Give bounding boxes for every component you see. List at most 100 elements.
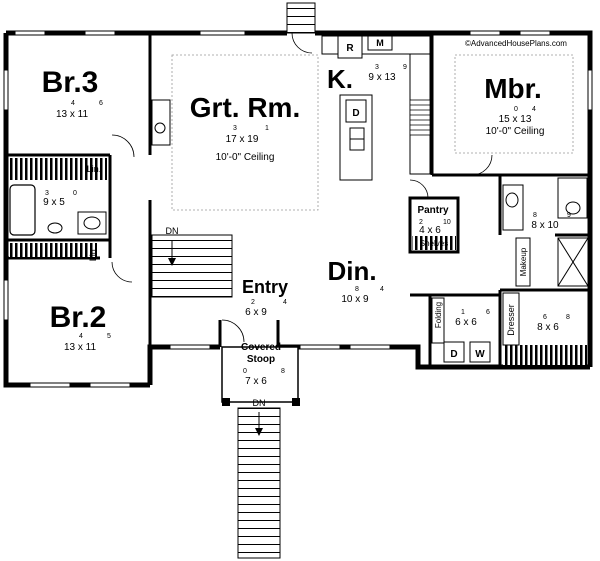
- dishwasher-box: [345, 99, 367, 123]
- rear-steps: [286, 2, 316, 34]
- room-name-master: Mbr.: [484, 73, 542, 104]
- room-dim-closet-sup-b: 8: [566, 314, 570, 321]
- room-dim-master: 15 x 13: [499, 114, 532, 125]
- makeup-label: Makeup: [519, 247, 528, 276]
- room-dim-bath: 9 x 5: [43, 197, 65, 208]
- washer-label: W: [475, 349, 485, 360]
- room-dim-great-room: 17 x 19: [226, 134, 259, 145]
- room-dim-stoop: 7 x 6: [245, 376, 267, 387]
- room-dim-pantry-sup-a: 2: [419, 219, 423, 226]
- windows: [3, 30, 593, 388]
- kitchen-sink: [349, 127, 365, 151]
- linen-closet-lower: Lin.: [88, 247, 98, 262]
- refrigerator: [337, 35, 363, 59]
- room-dim-closet: 8 x 6: [537, 322, 559, 333]
- cooktop: [409, 99, 431, 136]
- room-dim-kitchen: 9 x 13: [368, 72, 396, 83]
- dresser-label: Dresser: [506, 304, 516, 336]
- room-dim-br2-sup-a: 4: [79, 333, 83, 340]
- exterior-stairs: [237, 407, 281, 559]
- dryer-box: [443, 341, 465, 363]
- br3-closet: [9, 158, 107, 180]
- fireplace: [151, 99, 171, 146]
- room-name-kitchen: K.: [327, 64, 353, 94]
- room-dim-br3: 13 x 11: [56, 109, 88, 120]
- room-name-entry: Entry: [242, 277, 288, 297]
- dryer-label: D: [450, 349, 457, 360]
- room-dim-bath-sup-b: 0: [73, 190, 77, 197]
- toilet: [47, 222, 63, 234]
- room-dim-great-room-sup-b: 1: [265, 125, 269, 132]
- makeup-counter: [515, 237, 531, 287]
- room-dim-stoop-sup-b: 8: [281, 368, 285, 375]
- room-dim-master-sup-a: 0: [514, 106, 518, 113]
- room-dim-pantry-sup-b: 10: [443, 219, 451, 226]
- microwave-label: M: [376, 38, 384, 48]
- room-dim-master-sup-b: 4: [532, 106, 536, 113]
- master-toilet: [565, 201, 581, 215]
- room-dim-laundry-sup-a: 1: [461, 309, 465, 316]
- room-dim-master-bath: 8 x 10: [531, 220, 559, 231]
- room-dim-br2: 13 x 11: [64, 342, 96, 353]
- room-dim-master-bath-sup-b: 9: [567, 212, 571, 219]
- microwave-box: [367, 35, 393, 51]
- walk-in-closet-rod: [503, 345, 587, 365]
- room-name-stoop-2: Stoop: [247, 354, 275, 365]
- room-name-great-room: Grt. Rm.: [190, 92, 300, 123]
- interior-walls: [6, 33, 590, 367]
- room-dim-dining-sup-b: 4: [380, 286, 384, 293]
- room-dim-bath-sup-a: 3: [45, 190, 49, 197]
- stairs-down-main: DN: [166, 226, 179, 236]
- room-name-dining: Din.: [327, 256, 376, 286]
- room-dim-great-room-sup-a: 3: [233, 125, 237, 132]
- room-dim-master-bath-sup-a: 8: [533, 212, 537, 219]
- room-dim-dining-sup-a: 8: [355, 286, 359, 293]
- shower: [557, 237, 589, 287]
- room-dim-br2-sup-b: 5: [107, 333, 111, 340]
- stoop-post-right: [292, 398, 300, 406]
- linen-closet-upper: Lin.: [87, 164, 102, 174]
- room-dim-entry: 6 x 9: [245, 307, 267, 318]
- room-dim-laundry: 6 x 6: [455, 317, 477, 328]
- room-dim-br3-sup-b: 6: [99, 100, 103, 107]
- master-ceiling: 10'-0" Ceiling: [486, 126, 545, 137]
- great-room-ceiling: 10'-0" Ceiling: [216, 152, 275, 163]
- folding-label: Folding: [434, 302, 443, 328]
- covered-stoop: [221, 346, 299, 403]
- room-dim-dining: 10 x 9: [341, 294, 369, 305]
- room-dim-entry-sup-a: 2: [251, 299, 255, 306]
- pantry-shelves: [412, 236, 456, 250]
- room-dim-kitchen-sup-a: 3: [375, 64, 379, 71]
- door-swings: [111, 32, 493, 343]
- stoop-post-left: [222, 398, 230, 406]
- room-dim-laundry-sup-b: 6: [486, 309, 490, 316]
- vanity-sink: [83, 216, 101, 230]
- room-dim-closet-sup-a: 6: [543, 314, 547, 321]
- range-label: R: [346, 43, 354, 54]
- room-name-br3: Br.3: [42, 66, 99, 99]
- main-stairs-arrowhead: [168, 258, 176, 266]
- dresser-box: [502, 292, 520, 346]
- pantry-shelves-label: Shelves: [420, 239, 448, 248]
- br2-closet: [9, 243, 97, 257]
- room-dim-pantry: 4 x 6: [419, 225, 441, 236]
- great-room-ceiling-outline: [171, 54, 319, 211]
- bathtub: [9, 184, 36, 236]
- master-sink: [505, 192, 519, 208]
- room-dim-br3-sup-a: 4: [71, 100, 75, 107]
- room-name-br2: Br.2: [50, 301, 107, 334]
- exterior-stairs-arrowhead: [255, 428, 263, 436]
- room-name-pantry: Pantry: [417, 205, 449, 216]
- washer-box: [469, 341, 491, 363]
- dishwasher-label: D: [352, 108, 359, 119]
- stairs-down-stoop: DN: [253, 398, 266, 408]
- room-name-stoop-1: Covered: [241, 342, 281, 353]
- fireplace-grate: [154, 122, 166, 134]
- folding-counter: [431, 297, 445, 344]
- room-dim-kitchen-sup-b: 9: [403, 64, 407, 71]
- room-dim-stoop-sup-a: 0: [243, 368, 247, 375]
- master-vanity: [502, 184, 524, 231]
- room-dim-entry-sup-b: 4: [283, 299, 287, 306]
- main-stairs: [151, 234, 233, 298]
